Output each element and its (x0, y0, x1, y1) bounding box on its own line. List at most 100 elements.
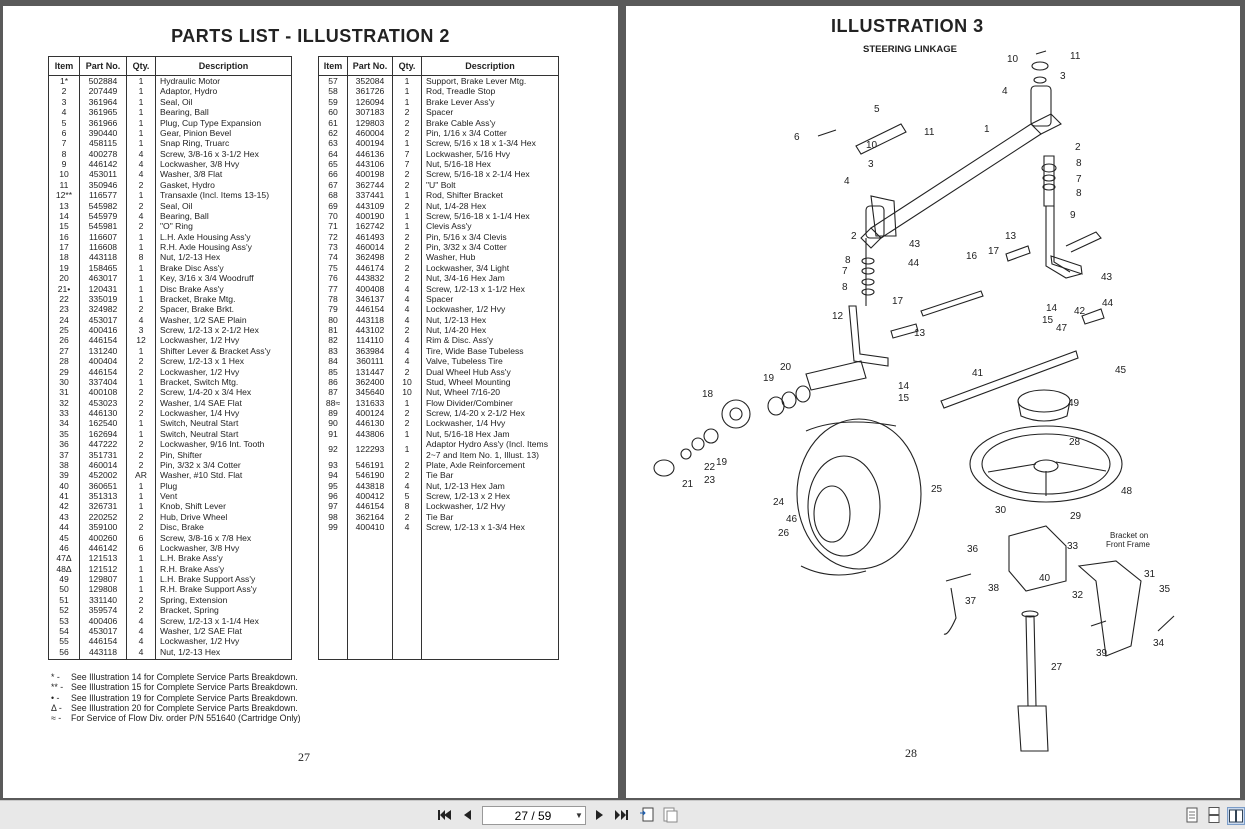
part-no-cell: 361966 (79, 117, 127, 128)
col-qty: Qty. (392, 56, 422, 76)
part-no-cell: 453011 (79, 169, 127, 180)
description-cell: Nut, 5/16-18 Hex Jam (421, 428, 559, 440)
col-item: Item (318, 56, 348, 76)
item-cell: 23 (48, 304, 80, 315)
item-cell: 34 (48, 418, 80, 429)
item-cell: 66 (318, 169, 348, 180)
item-cell: 41 (48, 491, 80, 502)
continuous-view-icon[interactable] (1206, 807, 1222, 823)
description-cell: Screw, 5/16-18 x 2-1/4 Hex (421, 169, 559, 180)
table-header-row: Item Part No. Qty. Description (318, 56, 559, 76)
footnote: ** -See Illustration 15 for Complete Ser… (51, 682, 301, 692)
svg-text:33: 33 (1067, 541, 1079, 552)
item-cell: 48Δ (48, 563, 80, 574)
description-cell: Gear, Pinion Bevel (155, 127, 292, 139)
qty-cell: 4 (392, 293, 422, 305)
description-cell: Screw, 1/2-13 x 1 Hex (155, 356, 292, 367)
qty-cell: 2 (392, 470, 422, 481)
qty-cell: 1 (392, 428, 422, 440)
item-cell: 28 (48, 356, 80, 367)
svg-text:19: 19 (716, 457, 728, 468)
qty-cell: 7 (392, 159, 422, 170)
qty-cell: 2 (392, 325, 422, 336)
description-cell: Vent (155, 491, 292, 502)
item-cell: 5 (48, 117, 80, 128)
svg-text:25: 25 (931, 484, 943, 495)
svg-text:15: 15 (1042, 315, 1054, 326)
description-cell: Lockwasher, 1/2 Hvy (421, 501, 559, 512)
prev-page-icon[interactable] (459, 807, 475, 823)
col-item: Item (48, 56, 80, 76)
description-cell: Pin, 3/32 x 3/4 Cotter (155, 459, 292, 471)
svg-text:3: 3 (868, 159, 874, 170)
description-cell: Brake Cable Ass'y (421, 117, 559, 128)
qty-cell: 1 (392, 86, 422, 97)
part-no-cell: 443118 (79, 646, 127, 657)
qty-cell: 1 (126, 190, 156, 201)
table-filler-row (48, 657, 292, 660)
item-cell: 70 (318, 210, 348, 222)
item-cell: 79 (318, 304, 348, 315)
next-page-icon[interactable] (592, 807, 608, 823)
qty-cell: 4 (126, 148, 156, 159)
part-no-cell: 446142 (79, 542, 127, 554)
description-cell: Lockwasher, 3/8 Hvy (155, 159, 292, 170)
part-no-cell: 114110 (347, 335, 393, 346)
item-cell: 14 (48, 210, 80, 222)
qty-cell: 1 (126, 501, 156, 512)
first-page-icon[interactable] (437, 807, 453, 823)
page-number-select[interactable]: 27 / 59 ▼ (482, 806, 586, 825)
part-no-cell: 350946 (79, 179, 127, 191)
description-cell: Washer, 3/8 Flat (155, 169, 292, 180)
description-cell: Lockwasher, 1/2 Hvy (421, 304, 559, 315)
description-cell: Nut, 1/4-20 Hex (421, 325, 559, 336)
empty-cell (347, 532, 393, 660)
part-no-cell: 463017 (79, 273, 127, 284)
qty-cell: 6 (126, 542, 156, 554)
last-page-icon[interactable] (613, 807, 629, 823)
two-page-view-icon[interactable] (1227, 807, 1245, 825)
svg-text:27: 27 (1051, 662, 1063, 673)
qty-cell: 2 (126, 594, 156, 606)
page-number: 28 (905, 746, 917, 760)
item-cell: 90 (318, 418, 348, 429)
item-cell: 43 (48, 511, 80, 523)
part-no-cell: 460004 (347, 127, 393, 139)
svg-text:2: 2 (851, 231, 857, 242)
qty-cell: 2 (126, 605, 156, 616)
item-cell: 64 (318, 148, 348, 159)
item-cell: 65 (318, 159, 348, 170)
description-cell: Brake Lever Ass'y (421, 96, 559, 108)
qty-cell: 4 (126, 210, 156, 222)
fit-page-icon[interactable] (639, 807, 655, 823)
item-cell: 3 (48, 96, 80, 108)
qty-cell: 4 (392, 304, 422, 315)
single-page-view-icon[interactable] (1184, 807, 1200, 823)
part-no-cell: 129803 (347, 117, 393, 128)
fit-width-icon[interactable] (662, 807, 678, 823)
qty-cell: 1 (392, 190, 422, 201)
description-cell: Plate, Axle Reinforcement (421, 459, 559, 471)
qty-cell: 4 (126, 636, 156, 647)
description-cell: Lockwasher, 5/16 Hvy (421, 148, 559, 159)
svg-text:28: 28 (1069, 437, 1081, 448)
table-filler-row (318, 532, 559, 660)
description-cell: Dual Wheel Hub Ass'y (421, 366, 559, 377)
item-cell: 60 (318, 107, 348, 118)
svg-text:13: 13 (1005, 231, 1017, 242)
